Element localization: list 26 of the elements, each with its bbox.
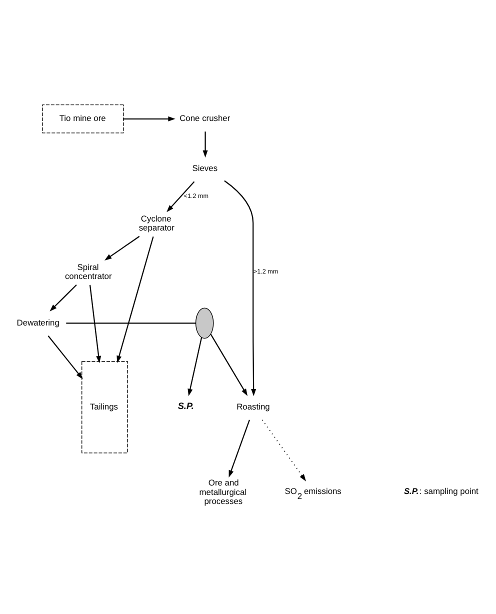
arrow	[50, 284, 77, 312]
node-text: Sieves	[192, 162, 218, 173]
node-text: Spiral concentrator	[64, 262, 112, 281]
node-box: Tio mine ore	[42, 104, 124, 134]
node-text: Cone crusher	[180, 113, 230, 124]
arrow	[89, 284, 102, 364]
arrow	[224, 180, 256, 396]
arrow	[48, 336, 83, 380]
label: S.P.: sampling point	[404, 486, 478, 496]
arrow	[210, 334, 248, 396]
arrow	[262, 420, 306, 482]
node-text: Cyclone separator	[138, 213, 174, 232]
node-text: S.P.	[178, 400, 194, 411]
node-text: Dewatering	[16, 317, 60, 328]
arrow	[202, 132, 208, 158]
arrow	[104, 236, 140, 260]
node-box: Tailings	[82, 361, 128, 454]
arrow	[124, 116, 176, 122]
node-ellipse	[195, 308, 214, 339]
arrow	[116, 236, 154, 363]
arrow	[166, 181, 195, 212]
node-text: Ore and metallurgical processes	[199, 478, 247, 506]
node-text: Roasting	[236, 401, 270, 412]
connector	[66, 322, 196, 324]
arrow	[228, 420, 250, 478]
arrow	[188, 337, 202, 396]
